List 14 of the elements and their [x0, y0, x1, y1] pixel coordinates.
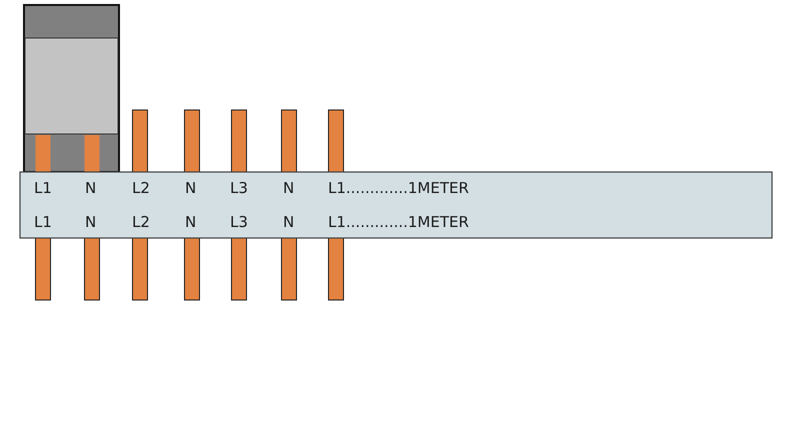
terminal-label: N — [85, 179, 96, 197]
terminal-label: L2 — [132, 179, 150, 197]
terminal-label: N — [85, 213, 96, 231]
terminal-label: N — [283, 213, 294, 231]
terminal-label: L1.............1METER — [328, 179, 469, 197]
terminal-label: L3 — [230, 179, 248, 197]
terminal-label: N — [185, 179, 196, 197]
terminal-label: L1.............1METER — [328, 213, 469, 231]
terminal-label: L3 — [230, 213, 248, 231]
terminal-label: N — [283, 179, 294, 197]
terminal-label: L1 — [34, 179, 52, 197]
terminal-label: N — [185, 213, 196, 231]
terminal-label: L2 — [132, 213, 150, 231]
terminal-label: L1 — [34, 213, 52, 231]
